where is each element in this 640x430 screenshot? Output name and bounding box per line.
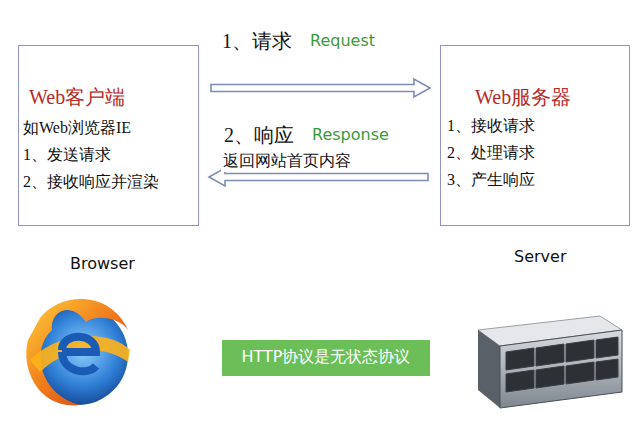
box-text: 1、接收请求 xyxy=(447,116,621,137)
note-box: HTTP协议是无状态协议 xyxy=(222,340,430,376)
box-text: 2、接收响应并渲染 xyxy=(23,172,190,193)
box-text: 3、产生响应 xyxy=(447,170,621,191)
box-heading: Web客户端 xyxy=(23,84,190,110)
server-illustration xyxy=(478,316,622,408)
box-text: HTTP协议是无状态协议 xyxy=(230,347,422,368)
edge-label: 2、响应 xyxy=(222,122,296,149)
caption-label: Server xyxy=(512,247,568,266)
logo-e-mark xyxy=(62,337,96,372)
box-heading: Web服务器 xyxy=(447,84,621,110)
server-bays xyxy=(506,337,618,392)
box-text: 1、发送请求 xyxy=(23,145,190,166)
caption-label: Browser xyxy=(68,254,137,273)
edge-label: 1、请求 xyxy=(220,28,294,55)
hollow-arrow xyxy=(211,79,430,97)
protocol-term: Response xyxy=(310,125,391,144)
logo-ring xyxy=(30,336,130,372)
client-box: Web客户端如Web浏览器IE 1、发送请求 2、接收响应并渲染 xyxy=(18,45,199,226)
protocol-term: Request xyxy=(308,31,377,50)
server-box: Web服务器 1、接收请求 2、处理请求 3、产生响应 xyxy=(440,45,630,226)
server-front xyxy=(500,330,622,408)
note-text: 返回网站首页内容 xyxy=(221,151,353,172)
box-text: 2、处理请求 xyxy=(447,143,621,164)
box-text: 如Web浏览器IE xyxy=(23,118,190,139)
browser-logo xyxy=(26,299,130,405)
server-side xyxy=(478,330,500,408)
